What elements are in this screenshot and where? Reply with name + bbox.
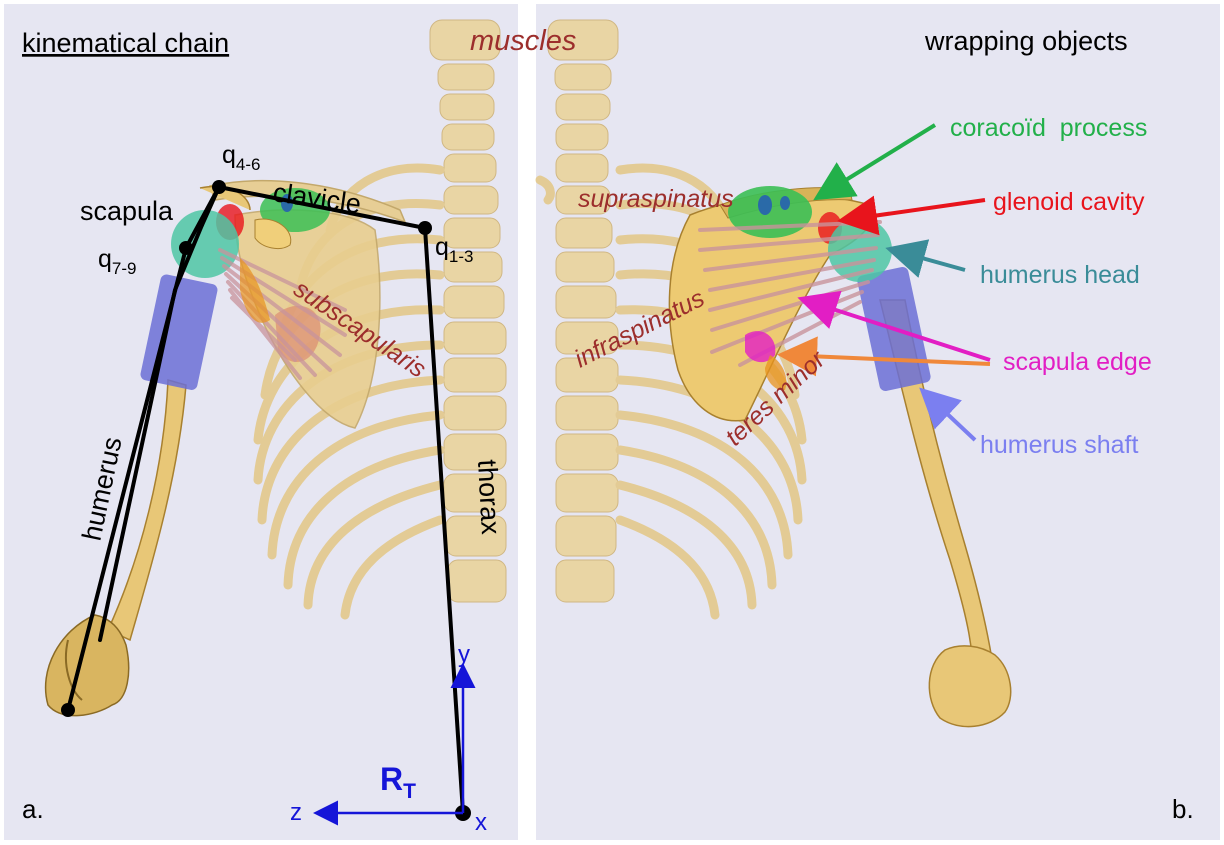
axis-x-label: x <box>475 809 487 836</box>
frame-name-sub: T <box>403 780 416 803</box>
panel-a-title: kinematical chain <box>22 28 229 58</box>
label-glenoid-cavity: glenoid cavity <box>993 188 1145 216</box>
label-humerus-head: humerus head <box>980 261 1140 289</box>
label-coracoid-process: coracoïd process <box>950 114 1147 142</box>
joint-q4-6-dot <box>212 180 226 194</box>
joint-q7-9-sub: 7-9 <box>112 259 137 278</box>
label-thorax: thorax <box>472 459 506 536</box>
label-supraspinatus: supraspinatus <box>578 185 734 213</box>
right-coracoid-wrap <box>728 186 812 238</box>
panel-a-letter: a. <box>22 794 44 824</box>
muscles-title: muscles <box>470 25 576 57</box>
joint-q1-3-dot <box>418 221 432 235</box>
label-humerus-shaft: humerus shaft <box>980 431 1138 459</box>
joint-q1-3-base: q <box>435 233 449 261</box>
panel-b-letter: b. <box>1172 794 1194 824</box>
panel-b-title: wrapping objects <box>924 26 1128 56</box>
axis-z-label: z <box>290 799 302 826</box>
label-scapula-edge: scapula edge <box>1003 348 1152 376</box>
joint-q4-6-base: q <box>222 141 236 169</box>
joint-q7-9-dot <box>179 241 193 255</box>
joint-q7-9-base: q <box>98 245 112 273</box>
joint-q4-6-sub: 4-6 <box>236 155 261 174</box>
axis-y-label: y <box>458 641 470 668</box>
right-coracoid-marker-2 <box>780 196 790 210</box>
frame-name-base: R <box>380 761 403 797</box>
joint-q1-3-sub: 1-3 <box>449 247 474 266</box>
label-scapula: scapula <box>80 196 174 226</box>
joint-humerus-end-dot <box>61 703 75 717</box>
right-coracoid-marker-1 <box>758 195 772 215</box>
